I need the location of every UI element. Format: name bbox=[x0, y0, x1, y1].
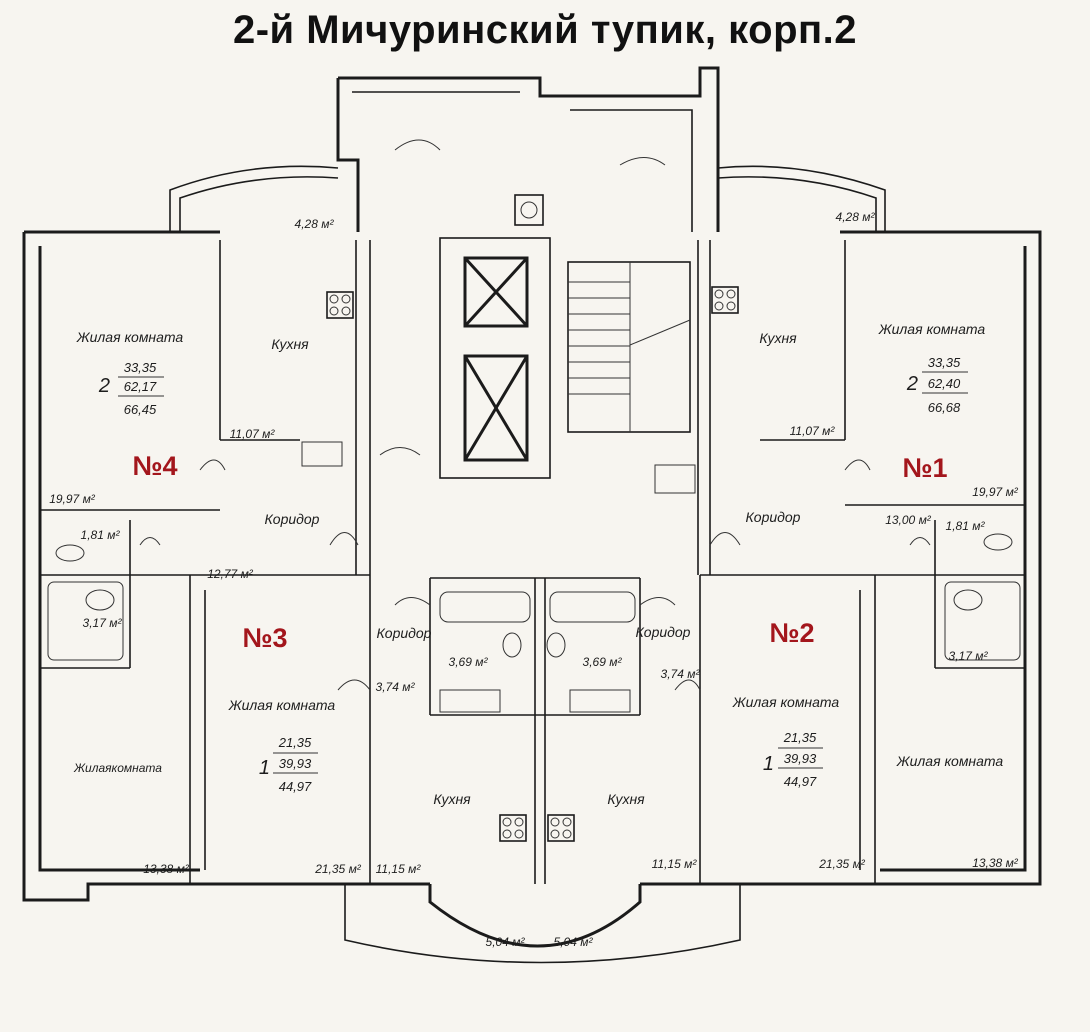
room-label: Жилая комната bbox=[228, 697, 336, 713]
area-label: 3,74 м² bbox=[661, 667, 701, 681]
elevator-shaft bbox=[463, 256, 529, 328]
apartment-total-area: 62,17 bbox=[124, 379, 157, 394]
bathtub-icon bbox=[944, 581, 1021, 661]
toilet-icon bbox=[55, 544, 85, 562]
room-label: Кухня bbox=[607, 791, 645, 807]
stove-icon bbox=[326, 291, 354, 319]
area-label: 3,69 м² bbox=[449, 655, 489, 669]
apartment-living-area: 21,35 bbox=[278, 735, 312, 750]
apartment-rooms: 2 bbox=[98, 375, 110, 397]
apartment-rooms: 2 bbox=[906, 373, 918, 395]
room-label: Жилаякомната bbox=[73, 761, 162, 775]
door-swings bbox=[139, 139, 931, 691]
area-label: 1,81 м² bbox=[81, 528, 121, 542]
area-label: 19,97 м² bbox=[49, 492, 96, 506]
sink-icon bbox=[654, 464, 696, 494]
apartment-number: №3 bbox=[242, 623, 287, 653]
room-label: Кухня bbox=[271, 336, 309, 352]
toilet-icon bbox=[983, 533, 1013, 551]
room-label: Кухня bbox=[433, 791, 471, 807]
area-label: 13,38 м² bbox=[972, 856, 1019, 870]
sink-icon bbox=[301, 441, 343, 467]
interior-walls bbox=[40, 240, 1025, 884]
outer-walls bbox=[22, 66, 1042, 964]
room-label: Коридор bbox=[377, 625, 432, 641]
apartment-total-area: 62,40 bbox=[928, 376, 961, 391]
area-label: 21,35 м² bbox=[818, 857, 866, 871]
elevator-shaft bbox=[463, 354, 529, 462]
area-label: 3,17 м² bbox=[949, 649, 989, 663]
room-label: Жилая комната bbox=[878, 321, 986, 337]
room-label: Кухня bbox=[759, 330, 797, 346]
bathtub-icon bbox=[47, 581, 124, 661]
apartment-balcony-area: 44,97 bbox=[784, 774, 817, 789]
apartment-living-area: 33,35 bbox=[124, 360, 157, 375]
area-label: 11,15 м² bbox=[376, 862, 422, 876]
ventilation-shaft bbox=[514, 194, 544, 226]
area-label: 4,28 м² bbox=[295, 217, 335, 231]
bathtub-icon bbox=[546, 591, 636, 658]
room-label: Коридор bbox=[265, 511, 320, 527]
area-label: 21,35 м² bbox=[314, 862, 362, 876]
area-label: 19,97 м² bbox=[972, 485, 1019, 499]
room-label: Жилая комната bbox=[896, 753, 1004, 769]
sink-icon bbox=[439, 689, 501, 713]
area-label: 3,69 м² bbox=[583, 655, 623, 669]
area-label: 13,00 м² bbox=[885, 513, 932, 527]
page-title: 2-й Мичуринский тупик, корп.2 bbox=[232, 8, 858, 52]
area-label: 11,07 м² bbox=[230, 427, 276, 441]
stove-icon bbox=[499, 814, 527, 842]
sink-icon bbox=[569, 689, 631, 713]
area-label: 1,81 м² bbox=[946, 519, 986, 533]
apartment-total-area: 39,93 bbox=[279, 756, 312, 771]
bathtub-icon bbox=[439, 591, 531, 658]
area-label: 11,15 м² bbox=[652, 857, 698, 871]
stove-icon bbox=[547, 814, 575, 842]
elevator-core bbox=[439, 194, 551, 479]
apartment-number: №1 bbox=[902, 453, 947, 483]
stove-icon bbox=[711, 286, 739, 314]
apartment-living-area: 21,35 bbox=[783, 730, 817, 745]
area-label: 3,74 м² bbox=[376, 680, 416, 694]
apartment-rooms: 1 bbox=[259, 757, 270, 779]
apartment-number: №4 bbox=[132, 451, 177, 481]
area-label: 4,28 м² bbox=[836, 210, 876, 224]
area-label: 5,04 м² bbox=[554, 935, 594, 949]
room-label: Жилая комната bbox=[76, 329, 184, 345]
area-label: 12,77 м² bbox=[207, 567, 254, 581]
apartment-rooms: 1 bbox=[763, 753, 774, 775]
apartment-living-area: 33,35 bbox=[928, 355, 961, 370]
apartment-total-area: 39,93 bbox=[784, 751, 817, 766]
apartment-number: №2 bbox=[769, 618, 814, 648]
apartment-balcony-area: 66,68 bbox=[928, 400, 961, 415]
room-label: Коридор bbox=[746, 509, 801, 525]
apartment-balcony-area: 66,45 bbox=[124, 402, 157, 417]
area-label: 5,04 м² bbox=[486, 935, 526, 949]
area-label: 11,07 м² bbox=[790, 424, 836, 438]
staircase bbox=[567, 261, 691, 433]
room-label: Жилая комната bbox=[732, 694, 840, 710]
apartment-balcony-area: 44,97 bbox=[279, 779, 312, 794]
area-label: 3,17 м² bbox=[83, 616, 123, 630]
room-label: Коридор bbox=[636, 624, 691, 640]
area-label: 13,38 м² bbox=[143, 862, 190, 876]
